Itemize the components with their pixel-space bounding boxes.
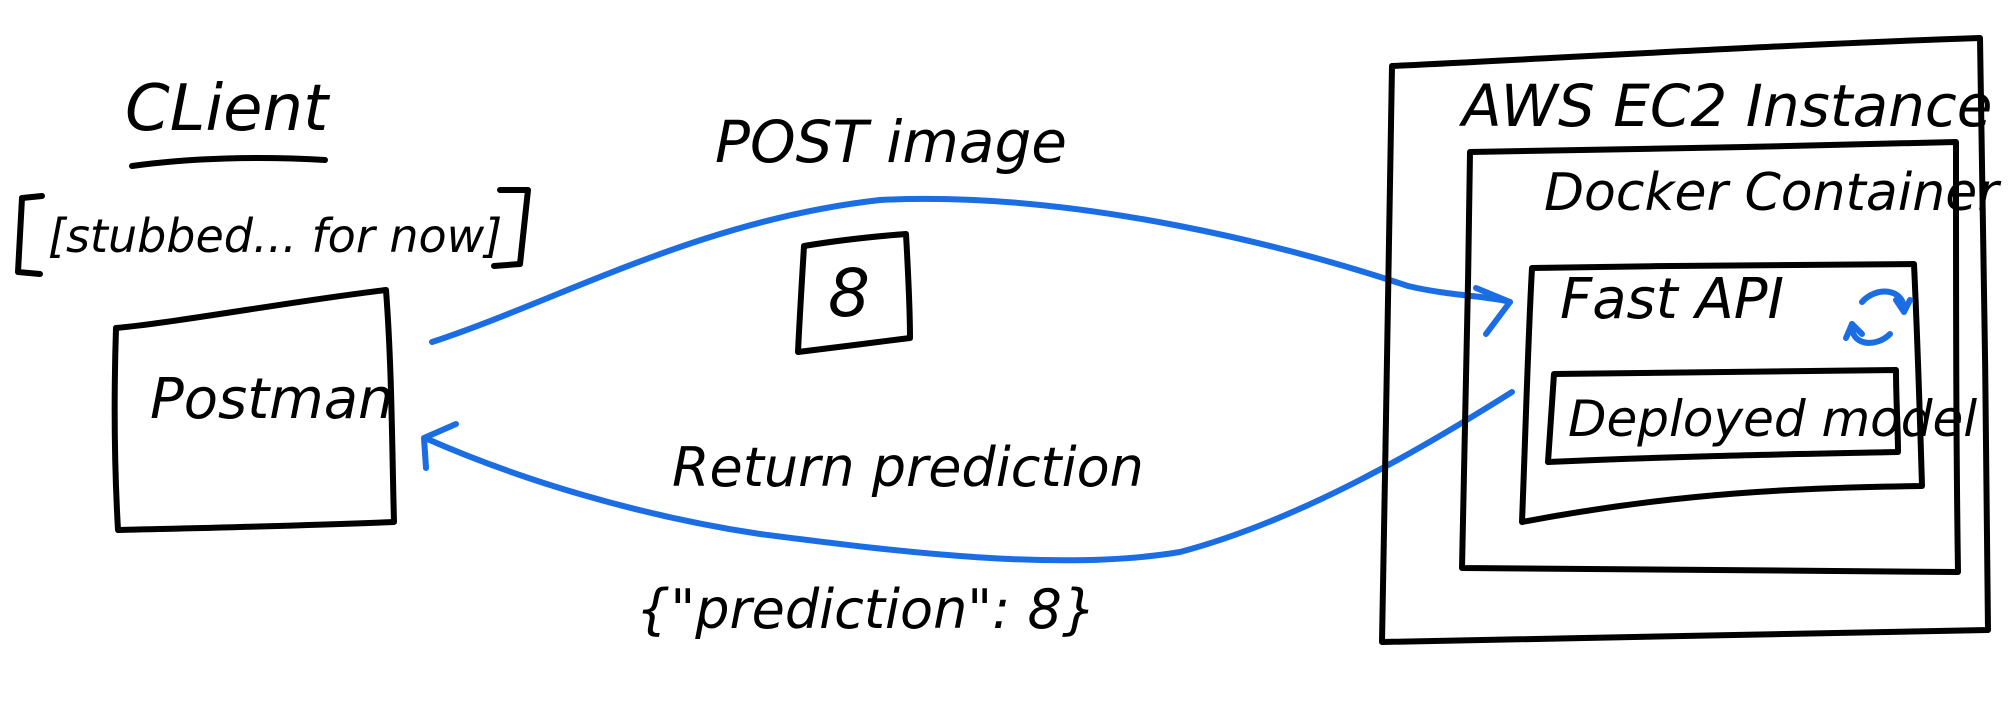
payload-box — [795, 231, 913, 355]
request-payload: 8 — [828, 255, 870, 332]
request-label: POST image — [715, 108, 1067, 176]
postman-label: Postman — [150, 367, 394, 432]
client-note: [stubbed... for now] — [48, 209, 502, 263]
fastapi-box — [1519, 261, 1925, 525]
client-title-underline — [129, 155, 328, 169]
note-left-bracket — [15, 193, 45, 277]
response-arrow-head — [421, 421, 459, 471]
fastapi-label: Fast API — [1560, 267, 1784, 332]
response-label: Return prediction — [672, 436, 1144, 499]
ec2-instance-label: AWS EC2 Instance — [1458, 72, 1992, 140]
request-arrow-head — [1473, 285, 1513, 337]
refresh-icon — [1843, 288, 1913, 346]
note-right-bracket — [491, 187, 531, 269]
deployed-model-box — [1545, 367, 1901, 465]
docker-container-label: Docker Container — [1544, 163, 2002, 223]
deployed-model-label: Deployed model — [1568, 390, 1977, 448]
docker-container-box — [1459, 139, 1961, 575]
postman-box — [111, 287, 397, 533]
client-title: CLient — [125, 72, 331, 146]
ec2-instance-box — [1379, 35, 1991, 645]
request-arrow — [429, 195, 1513, 345]
response-arrow — [422, 389, 1515, 564]
response-payload: {"prediction": 8} — [636, 578, 1096, 641]
